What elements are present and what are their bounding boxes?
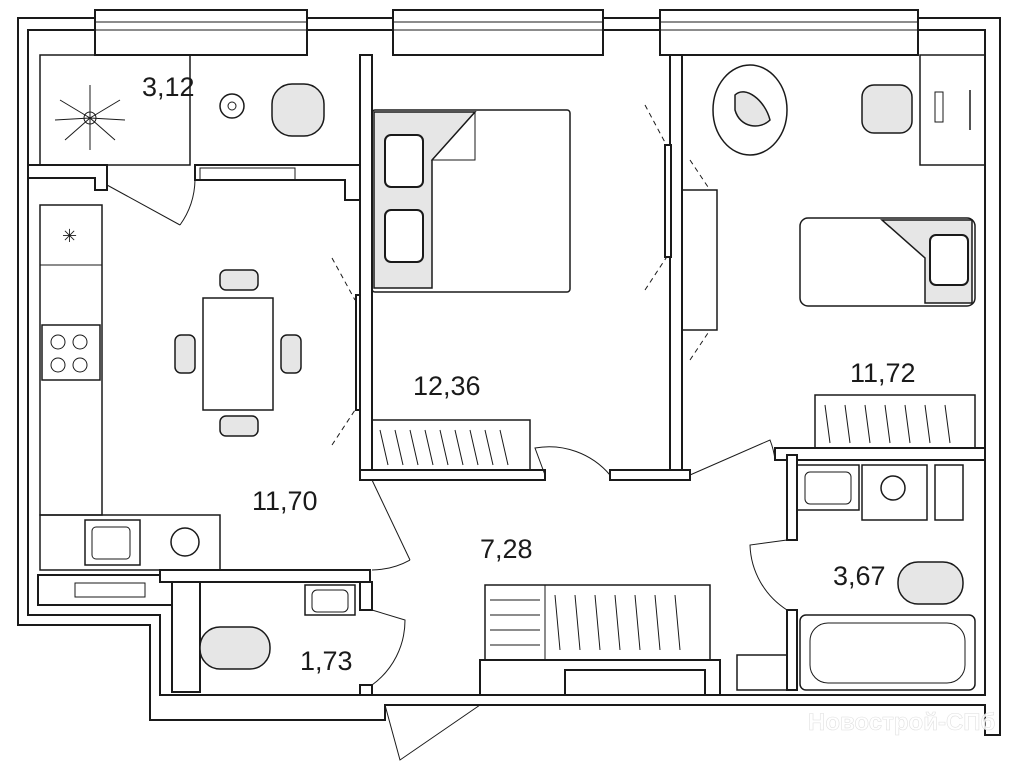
room-area-balcony: 3,12 <box>142 72 195 102</box>
kitchen: ✳ <box>37 204 363 606</box>
floor-lamp-icon <box>219 93 245 119</box>
room-area-toilet: 1,73 <box>300 646 353 676</box>
dining-table-icon <box>174 269 302 437</box>
plant-icon <box>54 85 126 150</box>
fridge-icon: ✳ <box>62 226 77 246</box>
wardrobe-icon <box>681 189 718 331</box>
washing-machine-icon <box>861 464 928 521</box>
room-area-bedroom: 12,36 <box>413 371 481 401</box>
bathtub-icon <box>799 614 976 691</box>
chair-icon <box>861 84 913 134</box>
outer-walls <box>17 9 1001 736</box>
room-area-hallway: 7,28 <box>480 534 533 564</box>
stove-icon <box>41 324 101 381</box>
watermark: Новострой-СПб <box>808 709 995 736</box>
bedroom <box>371 104 672 476</box>
desk-icon <box>919 54 986 166</box>
hall-wardrobe-icon <box>484 584 711 661</box>
bedroom-2 <box>681 54 986 476</box>
interior-walls <box>159 54 986 696</box>
armchair-icon <box>271 83 325 137</box>
wardrobe-2-icon <box>814 394 976 449</box>
toilet-icon <box>199 626 271 670</box>
toilet-room <box>199 584 406 686</box>
sink-icon <box>84 519 141 566</box>
toilet-icon <box>897 561 964 605</box>
sink-icon <box>796 464 860 511</box>
room-area-bathroom: 3,67 <box>833 561 886 591</box>
single-bed-icon <box>799 217 976 307</box>
sink-icon <box>304 584 356 616</box>
room-area-bedroom-2: 11,72 <box>850 358 916 388</box>
wardrobe-icon <box>371 419 531 471</box>
balcony <box>27 54 361 226</box>
washer-icon <box>170 527 200 557</box>
room-area-kitchen: 11,70 <box>252 486 318 516</box>
rug-icon <box>712 64 788 156</box>
hallway <box>371 479 711 761</box>
bathroom <box>736 464 976 691</box>
double-bed-icon <box>371 109 571 293</box>
